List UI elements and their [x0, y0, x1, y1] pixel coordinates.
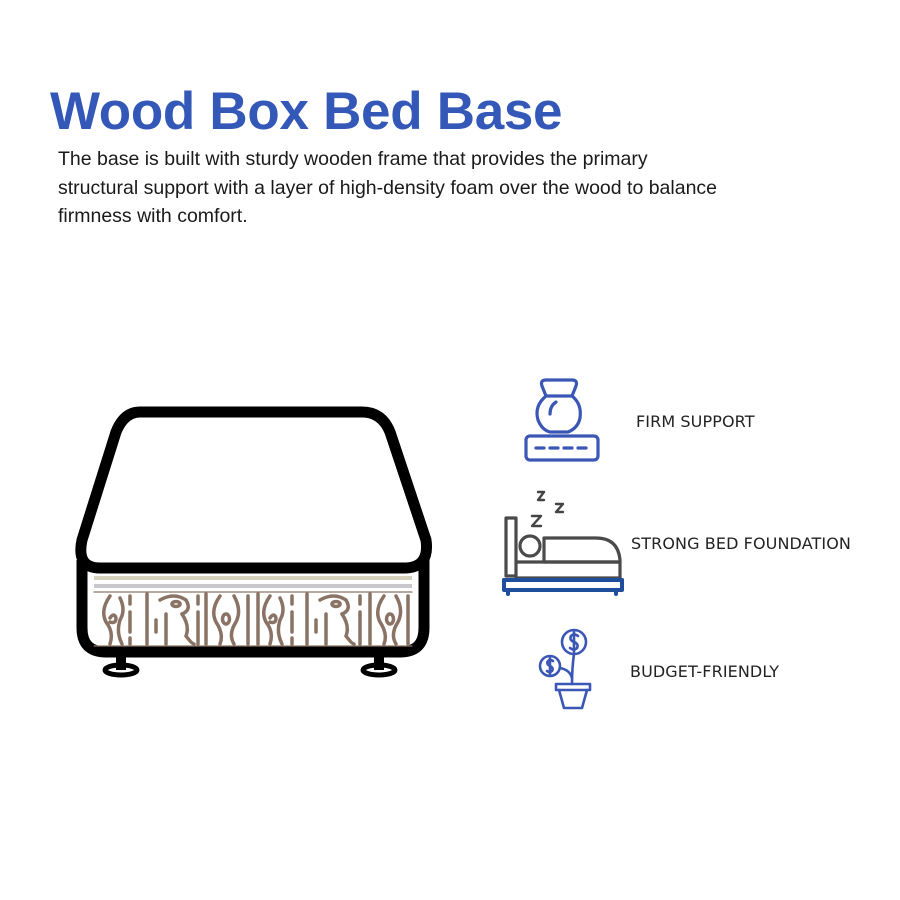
feature-budget-friendly: BUDGET-FRIENDLY: [534, 626, 779, 717]
sleeping-bed-icon: [500, 486, 624, 601]
feature-firm-support: FIRM SUPPORT: [520, 374, 755, 469]
bed-feet: [102, 652, 398, 678]
feature-label: BUDGET-FRIENDLY: [630, 662, 780, 681]
money-plant-icon: [534, 626, 594, 717]
bed-base-illustration: [70, 400, 440, 690]
page-title: Wood Box Bed Base: [50, 82, 563, 141]
feature-label: STRONG BED FOUNDATION: [631, 534, 851, 553]
product-description: The base is built with sturdy wooden fra…: [58, 148, 718, 227]
kettlebell-on-scale-icon: [520, 374, 600, 469]
feature-label: FIRM SUPPORT: [636, 412, 755, 431]
wood-grain-pattern: [93, 591, 413, 647]
feature-strong-bed-foundation: STRONG BED FOUNDATION: [500, 486, 851, 601]
